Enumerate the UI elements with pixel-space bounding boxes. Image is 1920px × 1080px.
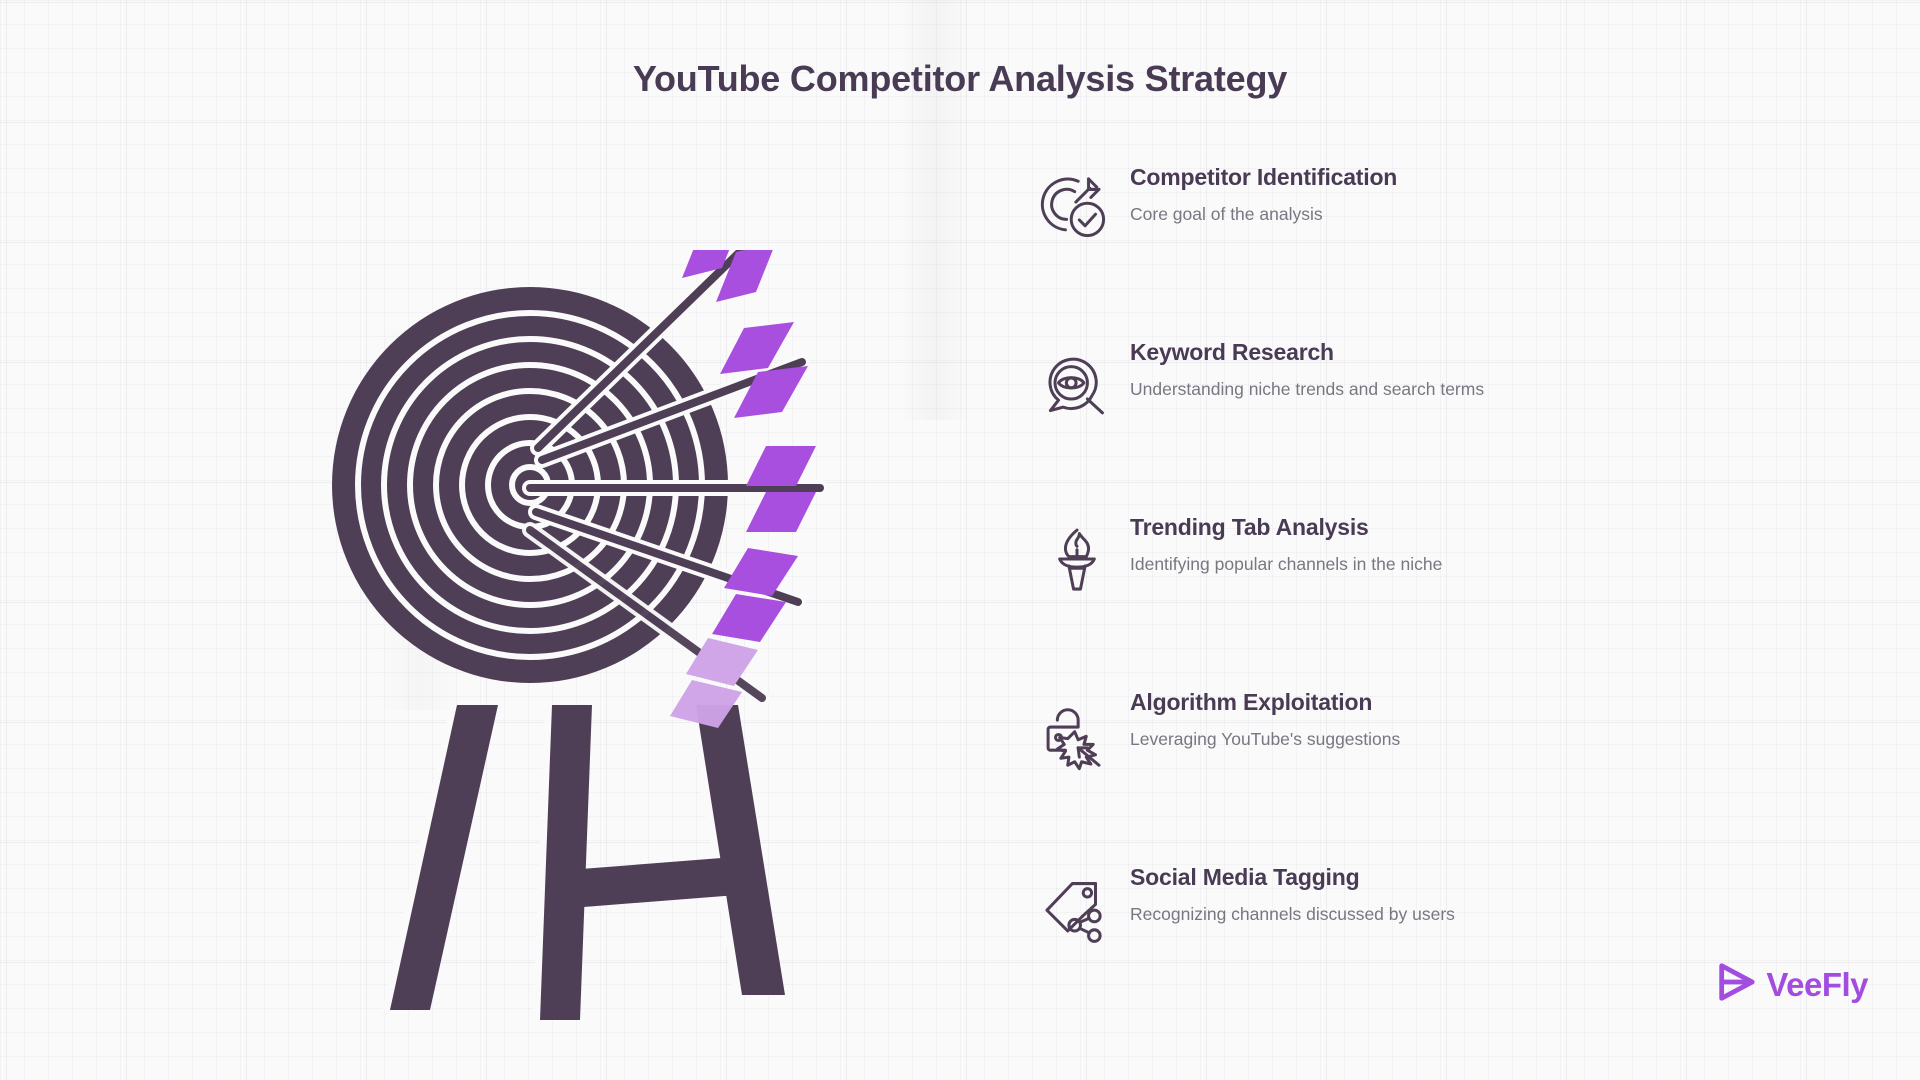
feature-title: Competitor Identification — [1130, 164, 1398, 190]
feature-title: Algorithm Exploitation — [1130, 689, 1373, 715]
feature-description: Leveraging YouTube's suggestions — [1130, 728, 1401, 749]
target-arrow-check-icon — [1040, 172, 1114, 246]
feature-item-algorithm-exploitation[interactable]: Algorithm Exploitation Leveraging YouTub… — [1040, 685, 1640, 860]
torch-flame-icon — [1040, 522, 1114, 596]
feature-description: Identifying popular channels in the nich… — [1130, 553, 1443, 574]
arrow-4 — [528, 504, 806, 642]
feature-item-keyword-research[interactable]: Keyword Research Understanding niche tre… — [1040, 335, 1640, 510]
price-tag-share-icon — [1040, 872, 1114, 946]
feature-title: Trending Tab Analysis — [1130, 514, 1369, 540]
padlock-cursor-click-icon — [1040, 697, 1114, 771]
brand-logo[interactable]: VeeFly — [1715, 961, 1868, 1008]
arrow-3 — [522, 446, 828, 532]
veefly-play-triangle-icon — [1715, 961, 1757, 1008]
feature-description: Core goal of the analysis — [1130, 203, 1323, 224]
target-stand — [382, 705, 785, 1020]
arrow-5 — [522, 522, 770, 728]
arrow-group — [522, 218, 828, 728]
feature-description: Recognizing channels discussed by users — [1130, 903, 1455, 924]
arrow-2 — [534, 322, 810, 468]
arrow-1 — [530, 218, 776, 456]
feature-description: Understanding niche trends and search te… — [1130, 378, 1485, 399]
feature-title: Keyword Research — [1130, 339, 1334, 365]
archery-target-illustration — [330, 218, 1030, 1040]
page-title: YouTube Competitor Analysis Strategy — [632, 58, 1288, 100]
feature-list: Competitor Identification Core goal of t… — [1040, 160, 1640, 1035]
feature-title: Social Media Tagging — [1130, 864, 1360, 890]
brand-logo-text: VeeFly — [1766, 965, 1868, 1003]
magnifier-eye-icon — [1040, 347, 1114, 421]
feature-item-competitor-identification[interactable]: Competitor Identification Core goal of t… — [1040, 160, 1640, 335]
feature-item-trending-tab-analysis[interactable]: Trending Tab Analysis Identifying popula… — [1040, 510, 1640, 685]
feature-item-social-media-tagging[interactable]: Social Media Tagging Recognizing channel… — [1040, 860, 1640, 1035]
